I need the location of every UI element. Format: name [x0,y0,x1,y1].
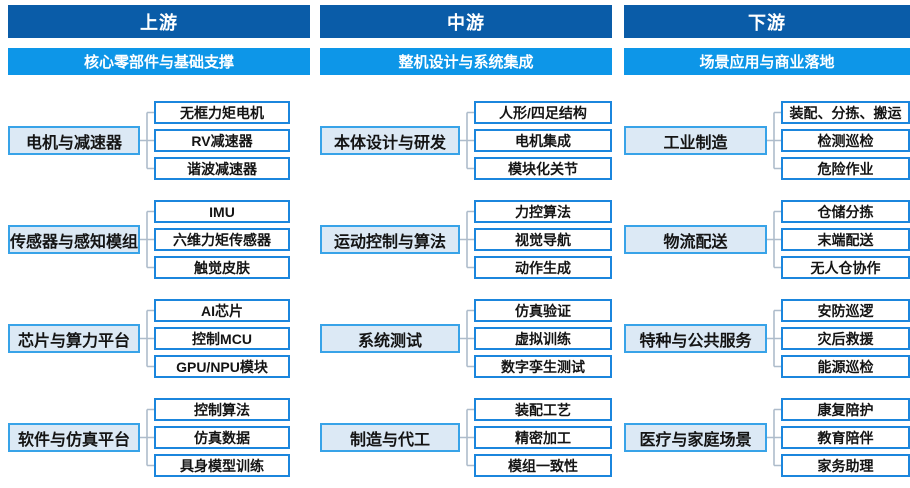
bracket-connector [460,210,474,269]
item-box: RV减速器 [154,129,290,152]
item-box: 无人仓协作 [781,256,910,279]
bracket-connector [767,309,781,368]
item-box: 仿真验证 [474,299,612,322]
category-box: 电机与减速器 [8,126,140,155]
column-midstream: 中游 整机设计与系统集成 本体设计与研发 人形/四足结构 电机集成 模块化关节 … [320,5,612,488]
item-list: 仓储分拣 末端配送 无人仓协作 [781,200,910,279]
bracket-connector [140,111,154,170]
item-box: 末端配送 [781,228,910,251]
group-list: 电机与减速器 无框力矩电机 RV减速器 谐波减速器 传感器与感知模组 IMU 六… [8,101,310,477]
category-box: 系统测试 [320,324,460,353]
item-box: 动作生成 [474,256,612,279]
item-list: 仿真验证 虚拟训练 数字孪生测试 [474,299,612,378]
item-box: 康复陪护 [781,398,910,421]
item-box: 力控算法 [474,200,612,223]
item-box: 危险作业 [781,157,910,180]
category-box: 芯片与算力平台 [8,324,140,353]
category-box: 本体设计与研发 [320,126,460,155]
group-sensors-perception: 传感器与感知模组 IMU 六维力矩传感器 触觉皮肤 [8,200,310,279]
group-medical-home: 医疗与家庭场景 康复陪护 教育陪伴 家务助理 [624,398,910,477]
bracket-connector [460,309,474,368]
category-box: 软件与仿真平台 [8,423,140,452]
item-box: 电机集成 [474,129,612,152]
item-list: IMU 六维力矩传感器 触觉皮肤 [154,200,290,279]
group-industrial-manufacturing: 工业制造 装配、分拣、搬运 检测巡检 危险作业 [624,101,910,180]
category-box: 特种与公共服务 [624,324,767,353]
item-box: 装配、分拣、搬运 [781,101,910,124]
item-box: AI芯片 [154,299,290,322]
item-box: 检测巡检 [781,129,910,152]
item-box: 无框力矩电机 [154,101,290,124]
column-upstream: 上游 核心零部件与基础支撑 电机与减速器 无框力矩电机 RV减速器 谐波减速器 … [8,5,310,488]
column-header: 中游 [320,5,612,38]
item-box: 安防巡逻 [781,299,910,322]
item-box: 控制MCU [154,327,290,350]
item-box: 虚拟训练 [474,327,612,350]
column-subheader: 场景应用与商业落地 [624,48,910,75]
group-logistics-delivery: 物流配送 仓储分拣 末端配送 无人仓协作 [624,200,910,279]
item-box: 模块化关节 [474,157,612,180]
group-special-public-service: 特种与公共服务 安防巡逻 灾后救援 能源巡检 [624,299,910,378]
item-box: GPU/NPU模块 [154,355,290,378]
item-box: 六维力矩传感器 [154,228,290,251]
item-list: 康复陪护 教育陪伴 家务助理 [781,398,910,477]
category-box: 工业制造 [624,126,767,155]
category-box: 医疗与家庭场景 [624,423,767,452]
column-subheader: 整机设计与系统集成 [320,48,612,75]
bracket-connector [767,111,781,170]
bracket-connector [460,408,474,467]
item-list: 力控算法 视觉导航 动作生成 [474,200,612,279]
item-box: 数字孪生测试 [474,355,612,378]
column-header: 下游 [624,5,910,38]
item-box: 家务助理 [781,454,910,477]
item-box: 视觉导航 [474,228,612,251]
bracket-connector [460,111,474,170]
group-motion-control: 运动控制与算法 力控算法 视觉导航 动作生成 [320,200,612,279]
category-box: 运动控制与算法 [320,225,460,254]
column-header: 上游 [8,5,310,38]
item-box: 精密加工 [474,426,612,449]
group-list: 工业制造 装配、分拣、搬运 检测巡检 危险作业 物流配送 仓储分拣 末端配送 无… [624,101,910,477]
item-list: 控制算法 仿真数据 具身模型训练 [154,398,290,477]
item-box: 灾后救援 [781,327,910,350]
bracket-connector [767,210,781,269]
group-body-design: 本体设计与研发 人形/四足结构 电机集成 模块化关节 [320,101,612,180]
item-box: 模组一致性 [474,454,612,477]
column-subheader: 核心零部件与基础支撑 [8,48,310,75]
group-list: 本体设计与研发 人形/四足结构 电机集成 模块化关节 运动控制与算法 力控算法 … [320,101,612,477]
item-box: 教育陪伴 [781,426,910,449]
item-box: 仿真数据 [154,426,290,449]
item-box: 人形/四足结构 [474,101,612,124]
category-box: 制造与代工 [320,423,460,452]
item-box: 仓储分拣 [781,200,910,223]
item-list: 装配、分拣、搬运 检测巡检 危险作业 [781,101,910,180]
item-list: 无框力矩电机 RV减速器 谐波减速器 [154,101,290,180]
column-downstream: 下游 场景应用与商业落地 工业制造 装配、分拣、搬运 检测巡检 危险作业 物流配… [624,5,910,488]
bracket-connector [767,408,781,467]
category-box: 物流配送 [624,225,767,254]
item-box: 能源巡检 [781,355,910,378]
item-list: AI芯片 控制MCU GPU/NPU模块 [154,299,290,378]
item-list: 装配工艺 精密加工 模组一致性 [474,398,612,477]
item-box: 控制算法 [154,398,290,421]
bracket-connector [140,210,155,269]
group-motors-reducers: 电机与减速器 无框力矩电机 RV减速器 谐波减速器 [8,101,310,180]
group-manufacturing-oem: 制造与代工 装配工艺 精密加工 模组一致性 [320,398,612,477]
category-box: 传感器与感知模组 [8,225,141,254]
item-box: 具身模型训练 [154,454,290,477]
bracket-connector [140,408,154,467]
item-box: 装配工艺 [474,398,612,421]
bracket-connector [140,309,154,368]
item-list: 安防巡逻 灾后救援 能源巡检 [781,299,910,378]
item-box: 触觉皮肤 [154,256,290,279]
item-box: 谐波减速器 [154,157,290,180]
group-system-testing: 系统测试 仿真验证 虚拟训练 数字孪生测试 [320,299,612,378]
item-list: 人形/四足结构 电机集成 模块化关节 [474,101,612,180]
group-software-simulation: 软件与仿真平台 控制算法 仿真数据 具身模型训练 [8,398,310,477]
item-box: IMU [154,200,290,223]
group-chips-compute: 芯片与算力平台 AI芯片 控制MCU GPU/NPU模块 [8,299,310,378]
